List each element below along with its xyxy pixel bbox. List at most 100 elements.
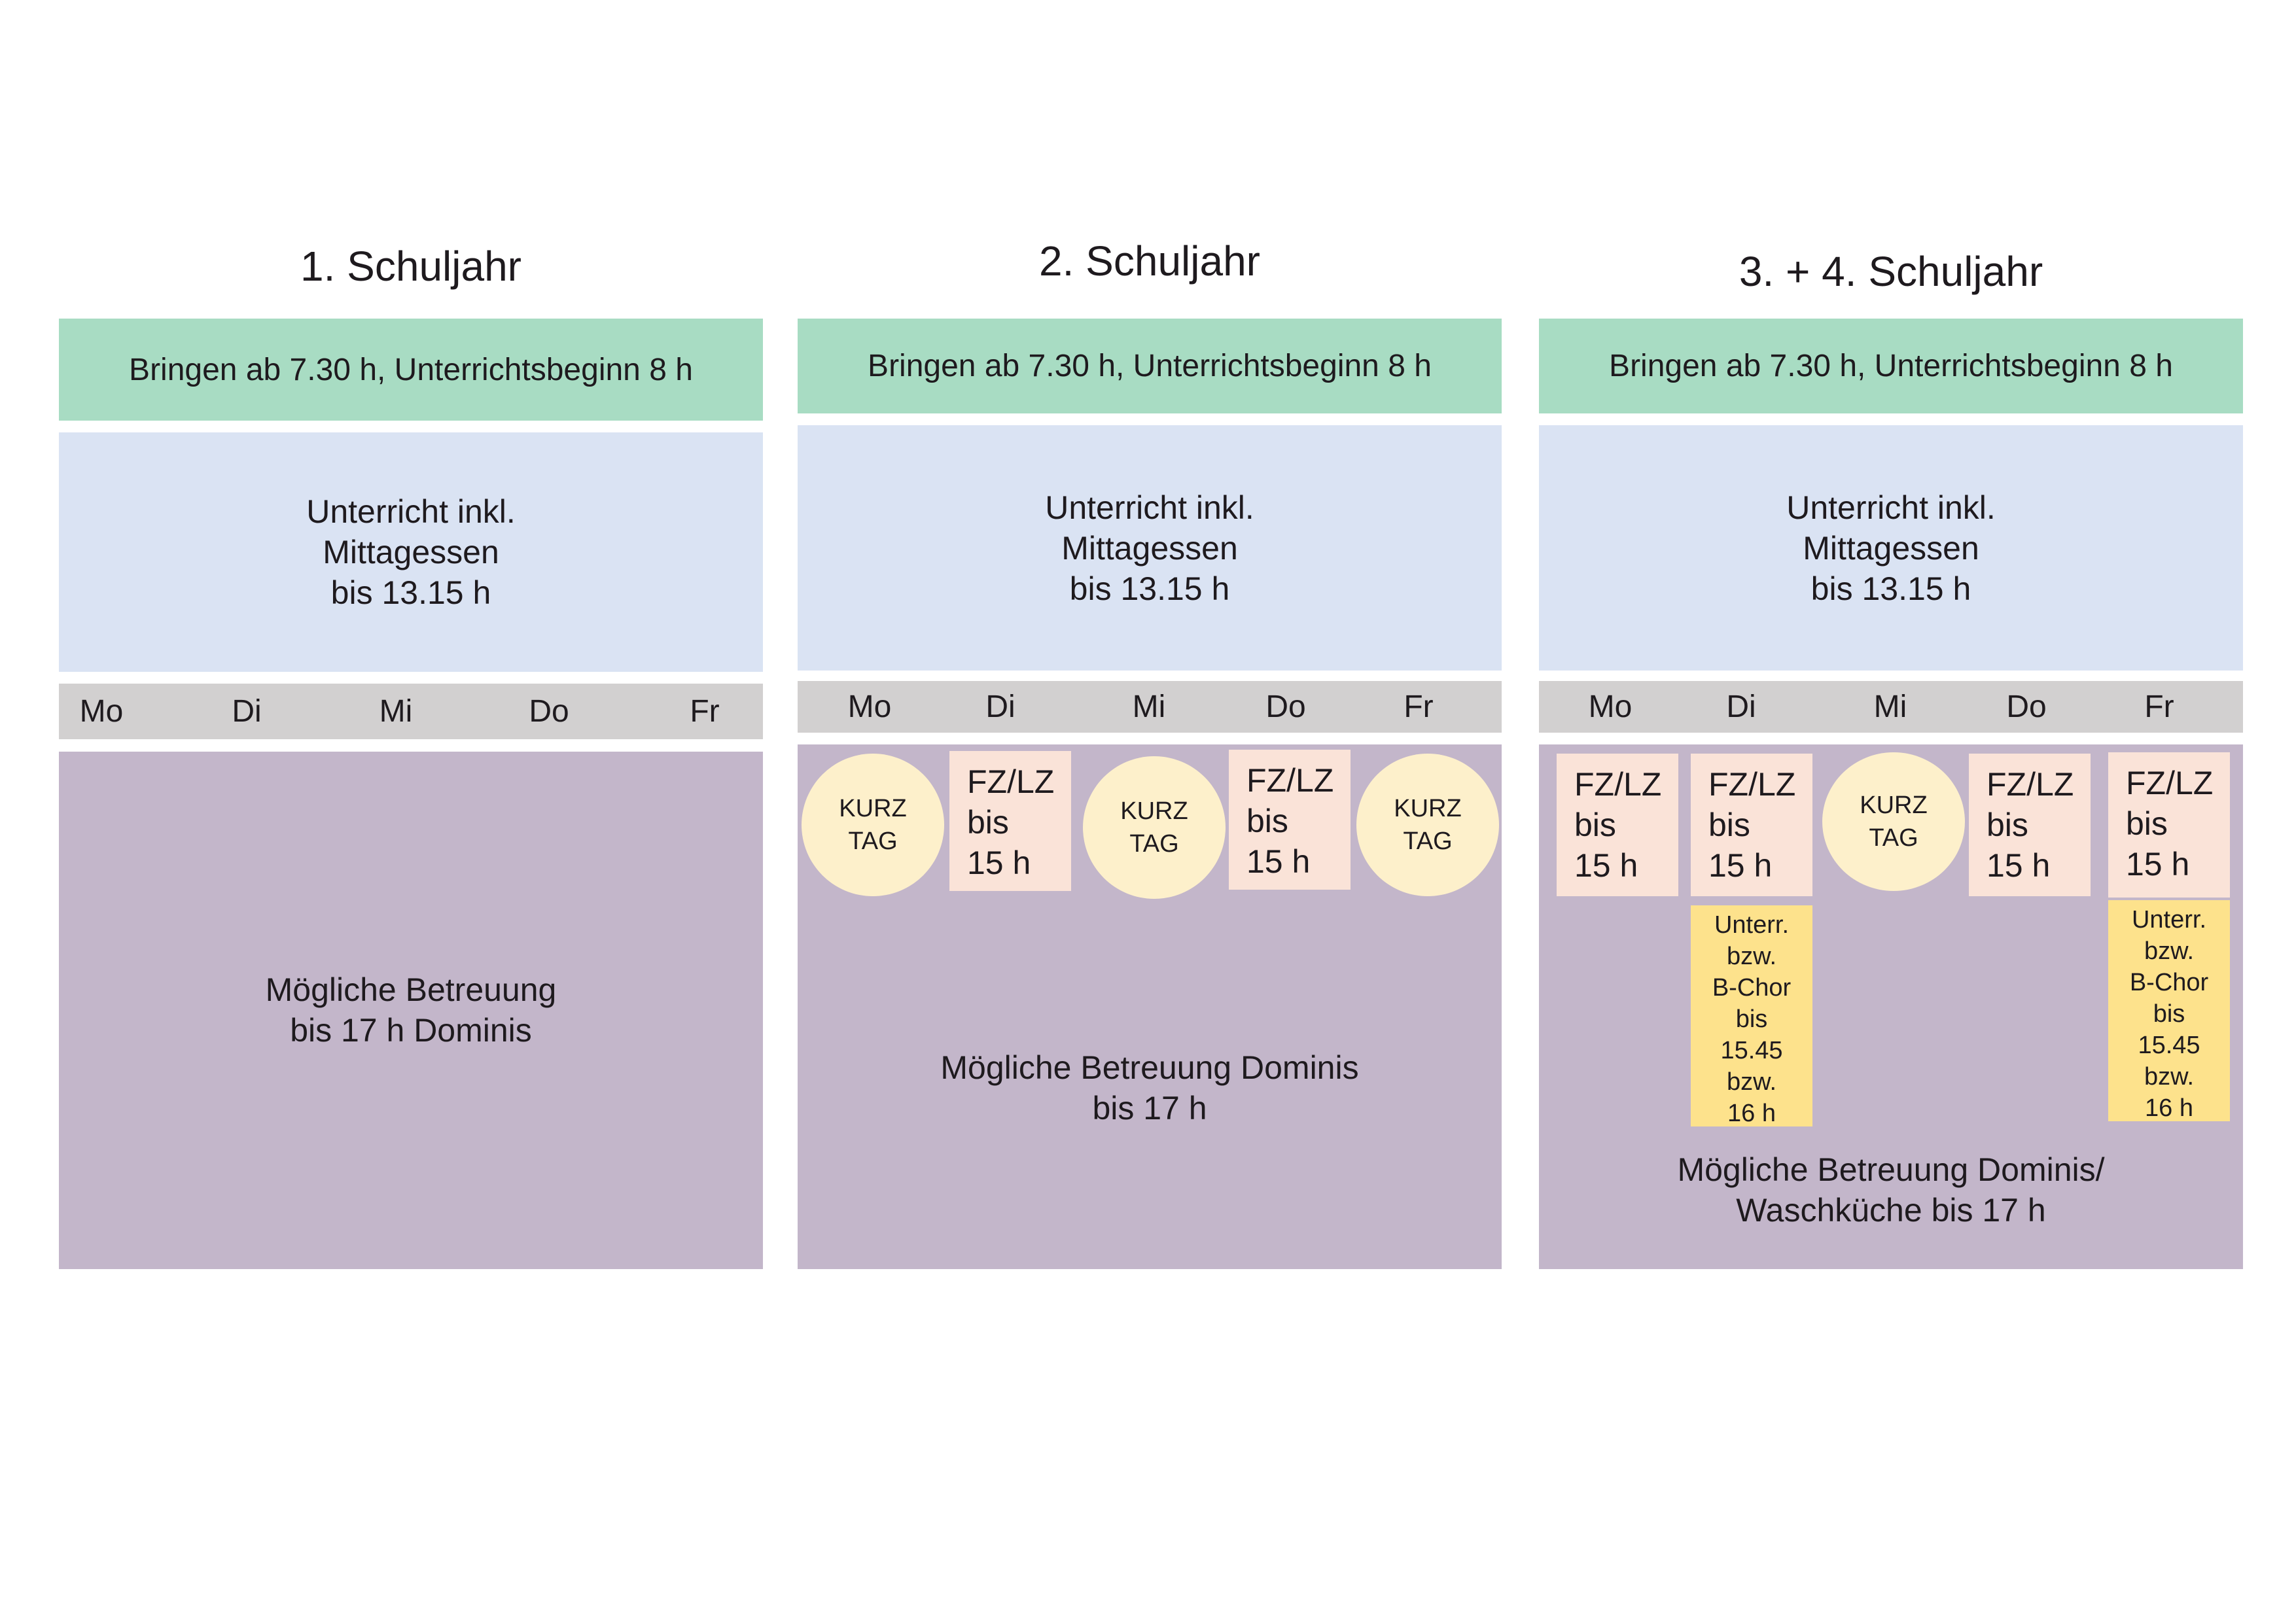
slot-line: FZ/LZ: [967, 763, 1055, 800]
arrival-text: Bringen ab 7.30 h, Unterrichtsbeginn 8 h: [1609, 349, 2173, 383]
lessons-box: Unterricht inkl. Mittagessen bis 13.15 h: [1539, 425, 2243, 671]
care-box: [59, 752, 763, 1269]
arrival-text: Bringen ab 7.30 h, Unterrichtsbeginn 8 h: [129, 352, 693, 387]
lessons-line-2: Mittagessen: [1803, 529, 1979, 567]
slot-line: FZ/LZ: [1708, 766, 1796, 803]
fzlz-di: FZ/LZ bis 15 h: [1691, 754, 1812, 896]
day-fr: Fr: [690, 694, 720, 729]
lessons-box: Unterricht inkl. Mittagessen bis 13.15 h: [59, 432, 763, 672]
slot-line: FZ/LZ: [1987, 766, 2074, 803]
slot-line: 15 h: [1987, 847, 2051, 884]
column-title: 2. Schuljahr: [1039, 237, 1260, 285]
lessons-box: Unterricht inkl. Mittagessen bis 13.15 h: [798, 425, 1502, 671]
lessons-line-2: Mittagessen: [1061, 529, 1238, 567]
arrival-bar: Bringen ab 7.30 h, Unterrichtsbeginn 8 h: [1539, 319, 2243, 413]
slot-line: 15 h: [1574, 847, 1638, 884]
day-mi: Mi: [379, 694, 413, 729]
lessons-line-1: Unterricht inkl.: [1045, 489, 1254, 526]
care-line-1: Mögliche Betreuung: [265, 971, 557, 1008]
day-di: Di: [232, 694, 262, 729]
extra-line: B-Chor: [2129, 969, 2209, 996]
extra-line: B-Chor: [1712, 974, 1792, 1002]
care-line-2: bis 17 h Dominis: [290, 1012, 532, 1049]
day-di: Di: [1726, 689, 1756, 724]
arrival-bar: Bringen ab 7.30 h, Unterrichtsbeginn 8 h: [798, 319, 1502, 413]
slot-line: KURZ: [839, 795, 907, 822]
lessons-line-1: Unterricht inkl.: [1786, 489, 1996, 526]
slot-line: FZ/LZ: [2126, 765, 2214, 801]
fzlz-fr: FZ/LZ bis 15 h: [2108, 752, 2230, 898]
slot-line: TAG: [848, 828, 898, 855]
column-year-2: 2. Schuljahr Bringen ab 7.30 h, Unterric…: [798, 0, 1502, 1623]
fzlz-mo: FZ/LZ bis 15 h: [1557, 754, 1678, 896]
day-do: Do: [2006, 689, 2047, 724]
care-text: Mögliche Betreuung Dominis/ Waschküche b…: [1539, 1149, 2243, 1230]
care-text: Mögliche Betreuung Dominis bis 17 h: [798, 1047, 1502, 1128]
slot-line: KURZ: [1394, 795, 1462, 822]
kurztag-fr: KURZ TAG: [1356, 754, 1499, 896]
column-title: 1. Schuljahr: [300, 243, 521, 290]
slot-line: bis: [1708, 807, 1750, 843]
care-line-1: Mögliche Betreuung Dominis: [940, 1049, 1359, 1086]
extra-line: Unterr.: [2131, 906, 2207, 934]
day-fr: Fr: [1404, 689, 1434, 724]
slot-line: bis: [967, 804, 1009, 841]
extra-line: bis: [2153, 1000, 2185, 1028]
lessons-line-2: Mittagessen: [323, 534, 499, 570]
day-mo: Mo: [79, 694, 124, 729]
fzlz-do: FZ/LZ bis 15 h: [1969, 754, 2091, 896]
slot-line: FZ/LZ: [1246, 762, 1334, 799]
slot-line: bis: [2126, 805, 2168, 842]
column-year-3-4: 3. + 4. Schuljahr Bringen ab 7.30 h, Unt…: [1539, 0, 2243, 1623]
extra-line: bzw.: [1726, 943, 1777, 970]
extra-line: 16 h: [2145, 1094, 2193, 1122]
extra-line: 15.45: [2138, 1032, 2200, 1059]
extra-line: bzw.: [1726, 1068, 1777, 1096]
fzlz-di: FZ/LZ bis 15 h: [949, 751, 1071, 891]
weekday-bar: Mo Di Mi Do Fr: [798, 681, 1502, 733]
slot-line: FZ/LZ: [1574, 766, 1662, 803]
extra-line: Unterr.: [1714, 911, 1790, 939]
arrival-bar: Bringen ab 7.30 h, Unterrichtsbeginn 8 h: [59, 319, 763, 421]
arrival-text: Bringen ab 7.30 h, Unterrichtsbeginn 8 h: [868, 349, 1432, 383]
fzlz-do: FZ/LZ bis 15 h: [1229, 750, 1351, 890]
slot-line: TAG: [1129, 830, 1179, 858]
weekday-bar: Mo Di Mi Do Fr: [59, 684, 763, 739]
lessons-line-3: bis 13.15 h: [330, 574, 491, 611]
slot-line: bis: [1246, 803, 1288, 839]
slot-line: 15 h: [2126, 846, 2190, 882]
extra-line: 16 h: [1727, 1100, 1776, 1127]
kurztag-mi: KURZ TAG: [1083, 756, 1226, 899]
slot-line: 15 h: [967, 845, 1031, 881]
slot-line: TAG: [1403, 828, 1453, 855]
extra-fr: Unterr. bzw. B-Chor bis 15.45 bzw. 16 h: [2108, 900, 2230, 1122]
day-mi: Mi: [1132, 689, 1166, 724]
extra-line: 15.45: [1720, 1037, 1783, 1064]
slot-line: bis: [1987, 807, 2028, 843]
extra-di: Unterr. bzw. B-Chor bis 15.45 bzw. 16 h: [1691, 905, 1812, 1127]
day-mo: Mo: [847, 689, 892, 724]
column-year-1: 1. Schuljahr Bringen ab 7.30 h, Unterric…: [59, 0, 763, 1623]
lessons-line-3: bis 13.15 h: [1810, 570, 1971, 607]
day-di: Di: [985, 689, 1016, 724]
slot-line: KURZ: [1860, 792, 1928, 819]
care-line-2: Waschküche bis 17 h: [1736, 1192, 2046, 1229]
column-title: 3. + 4. Schuljahr: [1739, 248, 2043, 295]
lessons-line-3: bis 13.15 h: [1069, 570, 1230, 607]
care-text: Mögliche Betreuung bis 17 h Dominis: [59, 969, 763, 1051]
extra-line: bzw.: [2144, 1063, 2195, 1091]
day-do: Do: [1265, 689, 1306, 724]
care-line-1: Mögliche Betreuung Dominis/: [1677, 1151, 2105, 1188]
day-do: Do: [529, 694, 569, 729]
lessons-line-1: Unterricht inkl.: [306, 493, 516, 530]
extra-line: bis: [1735, 1005, 1768, 1033]
extra-line: bzw.: [2144, 937, 2195, 965]
kurztag-mo: KURZ TAG: [802, 754, 944, 896]
care-line-2: bis 17 h: [1092, 1090, 1207, 1126]
slot-line: KURZ: [1120, 797, 1188, 825]
day-mo: Mo: [1588, 689, 1633, 724]
weekday-bar: Mo Di Mi Do Fr: [1539, 681, 2243, 733]
day-mi: Mi: [1873, 689, 1907, 724]
slot-line: 15 h: [1246, 843, 1311, 880]
